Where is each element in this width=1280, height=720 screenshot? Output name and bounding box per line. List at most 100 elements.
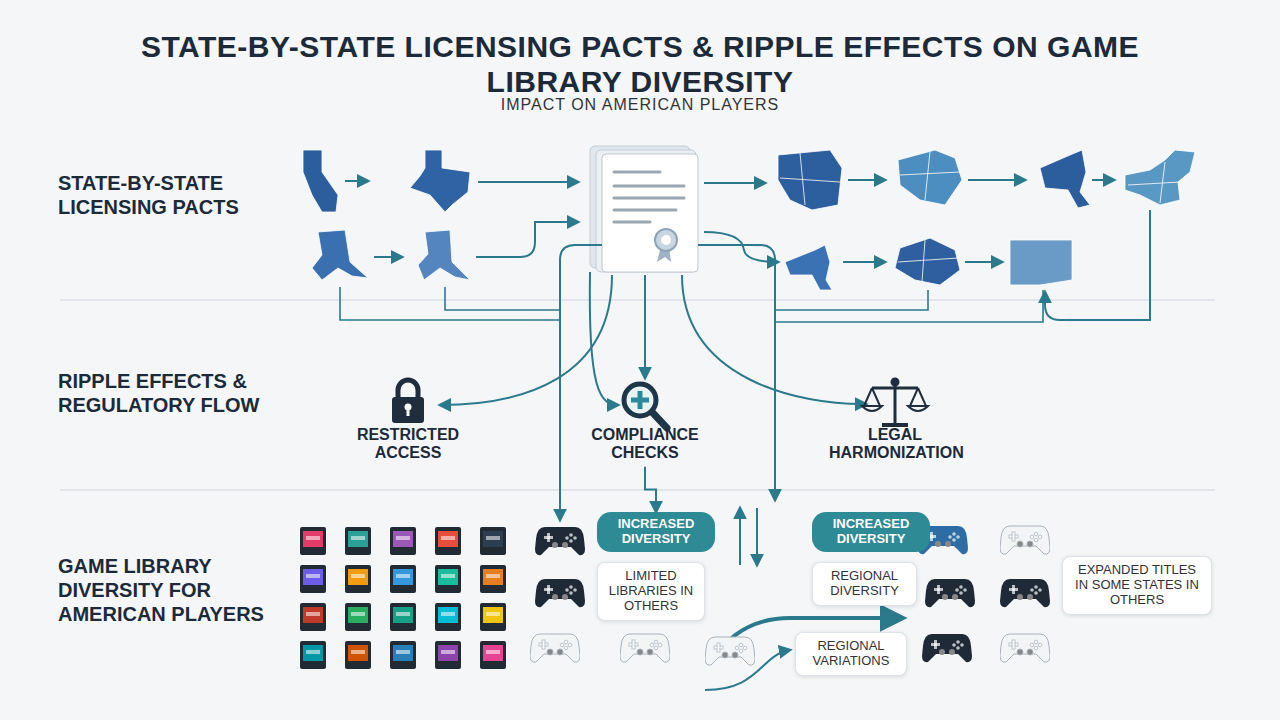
game-cartridge-part xyxy=(390,603,416,631)
game-cartridge-part xyxy=(396,612,410,616)
state-maps-part xyxy=(1128,162,1180,203)
game-cartridge xyxy=(435,565,461,593)
title: STATE-BY-STATE LICENSING PACTS & RIPPLE … xyxy=(140,30,1140,99)
controllers-part xyxy=(620,634,670,662)
document-icon-part-part xyxy=(614,197,684,200)
state-maps-part xyxy=(898,240,958,282)
game-cartridge-part xyxy=(348,531,368,547)
flow-arrows-part xyxy=(1045,210,1150,320)
scales-icon-part xyxy=(872,387,918,390)
game-cartridge-part xyxy=(345,641,371,669)
controllers-part xyxy=(1000,526,1050,554)
highlight-pill: INCREASED DIVERSITY xyxy=(597,512,715,552)
game-cartridge-part xyxy=(393,645,413,661)
document-icon-part xyxy=(655,229,677,251)
merge-lines-part xyxy=(775,290,928,310)
state-maps-part xyxy=(785,245,832,290)
merge-lines-part xyxy=(340,287,560,320)
game-cartridge-part xyxy=(483,569,503,585)
row-label: STATE-BY-STATE LICENSING PACTS xyxy=(58,171,283,219)
game-cartridge-part xyxy=(351,650,365,654)
game-cartridge-part xyxy=(390,565,416,593)
lock-icon-part xyxy=(398,380,418,398)
document-icon-part xyxy=(661,235,671,245)
game-cartridge-part xyxy=(441,650,455,654)
game-cartridge-part xyxy=(393,531,413,547)
ripple-arrows-part xyxy=(756,508,758,565)
note-box: REGIONAL DIVERSITY xyxy=(812,562,917,606)
icon-node: RESTRICTED ACCESS xyxy=(338,378,478,467)
game-cartridge xyxy=(345,641,371,669)
state-maps xyxy=(303,150,1195,290)
flow-arrows-part xyxy=(1092,179,1114,181)
state-maps-part xyxy=(778,150,842,210)
game-cartridge-part xyxy=(480,565,506,593)
ripple-arrows-part xyxy=(644,275,646,378)
game-cartridge-part xyxy=(435,641,461,669)
ripple-arrows-part xyxy=(739,508,741,565)
game-cartridge-part xyxy=(435,527,461,555)
controllers-part xyxy=(535,579,585,607)
game-cartridge-part xyxy=(396,536,410,540)
dividers-part xyxy=(60,490,1215,491)
game-cartridge xyxy=(390,641,416,669)
flow-arrows xyxy=(345,180,1150,320)
game-cartridge-part xyxy=(348,645,368,661)
ripple-arrows-part xyxy=(682,275,866,404)
lock-icon-part xyxy=(407,408,410,416)
game-cartridge-part xyxy=(393,607,413,623)
document-icon xyxy=(590,146,698,272)
node-text: LIMITED LIBRARIES IN OTHERS xyxy=(608,569,694,614)
scales-icon xyxy=(862,379,928,425)
state-maps-part xyxy=(1040,150,1090,208)
game-cartridge xyxy=(300,565,326,593)
state-maps-part xyxy=(898,150,962,205)
game-cartridge xyxy=(480,565,506,593)
document-icon-part-part xyxy=(614,209,676,212)
game-cartridge xyxy=(345,527,371,555)
cartridge-grid xyxy=(300,527,506,669)
game-cartridge-part xyxy=(303,607,323,623)
game-cartridge-part xyxy=(438,645,458,661)
magnifier-icon-part xyxy=(631,391,649,409)
game-cartridge xyxy=(345,565,371,593)
game-cartridge-part xyxy=(306,650,320,654)
state-maps-part xyxy=(780,153,840,205)
game-cartridge-part xyxy=(438,569,458,585)
game-cartridge-part xyxy=(300,641,326,669)
game-cartridge xyxy=(345,603,371,631)
node-text: INCREASED DIVERSITY xyxy=(822,517,920,547)
game-cartridge-part xyxy=(348,569,368,585)
magnifier-icon-part xyxy=(624,384,656,416)
scales-icon-part xyxy=(862,388,882,411)
document-icon-part xyxy=(602,154,698,272)
game-cartridge-part xyxy=(345,527,371,555)
game-cartridge-part xyxy=(435,565,461,593)
flow-arrows-part xyxy=(345,180,368,182)
state-maps-part xyxy=(312,230,368,280)
game-cartridge xyxy=(435,527,461,555)
lock-icon xyxy=(392,380,424,423)
controllers-part xyxy=(925,579,975,607)
merge-lines-part xyxy=(775,290,1043,322)
flow-connector xyxy=(645,467,656,512)
game-cartridge-part xyxy=(441,574,455,578)
flow-arrows-part xyxy=(965,261,1002,263)
game-cartridge-part xyxy=(303,531,323,547)
game-cartridge xyxy=(480,641,506,669)
flow-arrows-part xyxy=(704,182,765,184)
node-text: INCREASED DIVERSITY xyxy=(607,517,705,547)
game-cartridge xyxy=(480,603,506,631)
state-maps-part xyxy=(900,152,960,200)
row-label: GAME LIBRARY DIVERSITY FOR AMERICAN PLAY… xyxy=(58,554,283,626)
state-maps-part xyxy=(303,150,338,212)
game-cartridge-part xyxy=(306,536,320,540)
flow-arrows-part xyxy=(374,256,402,258)
state-maps-part xyxy=(418,230,470,280)
game-cartridge-part xyxy=(438,531,458,547)
game-cartridge-part xyxy=(351,612,365,616)
ripple-arrows-part xyxy=(440,275,612,405)
game-cartridge xyxy=(390,527,416,555)
magnifier-icon-part xyxy=(652,412,667,428)
document-icon-part-part xyxy=(614,185,684,188)
